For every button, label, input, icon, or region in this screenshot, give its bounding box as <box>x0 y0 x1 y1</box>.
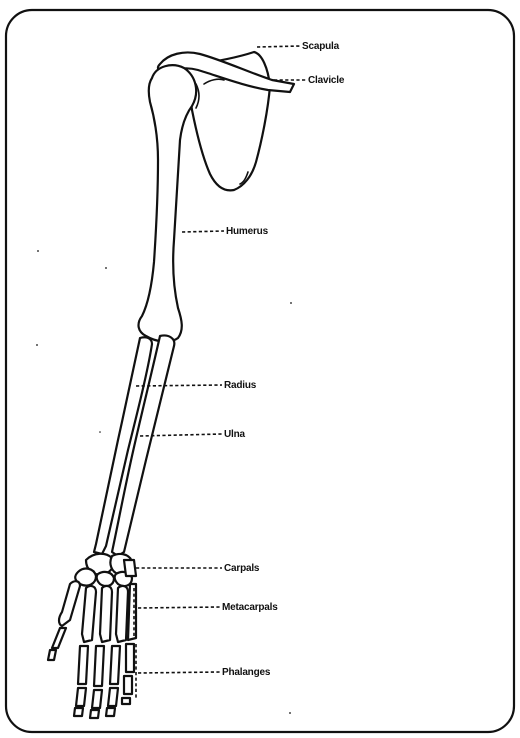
scapula-leader <box>257 46 300 47</box>
label-radius: Radius <box>224 380 257 391</box>
label-scapula: Scapula <box>302 41 340 52</box>
label-metacarpals: Metacarpals <box>222 602 278 613</box>
label-ulna: Ulna <box>224 429 246 440</box>
label-phalanges: Phalanges <box>222 667 271 678</box>
metacarpals-bones <box>59 581 136 642</box>
label-clavicle: Clavicle <box>308 75 345 86</box>
humerus-bone <box>139 65 199 341</box>
radius-leader <box>136 385 222 386</box>
humerus-leader <box>182 231 224 232</box>
carpals-bones <box>75 554 136 586</box>
label-carpals: Carpals <box>224 563 260 574</box>
label-humerus: Humerus <box>226 226 269 237</box>
phalanges-leader <box>138 672 220 673</box>
metacarpals-leader <box>138 607 220 608</box>
